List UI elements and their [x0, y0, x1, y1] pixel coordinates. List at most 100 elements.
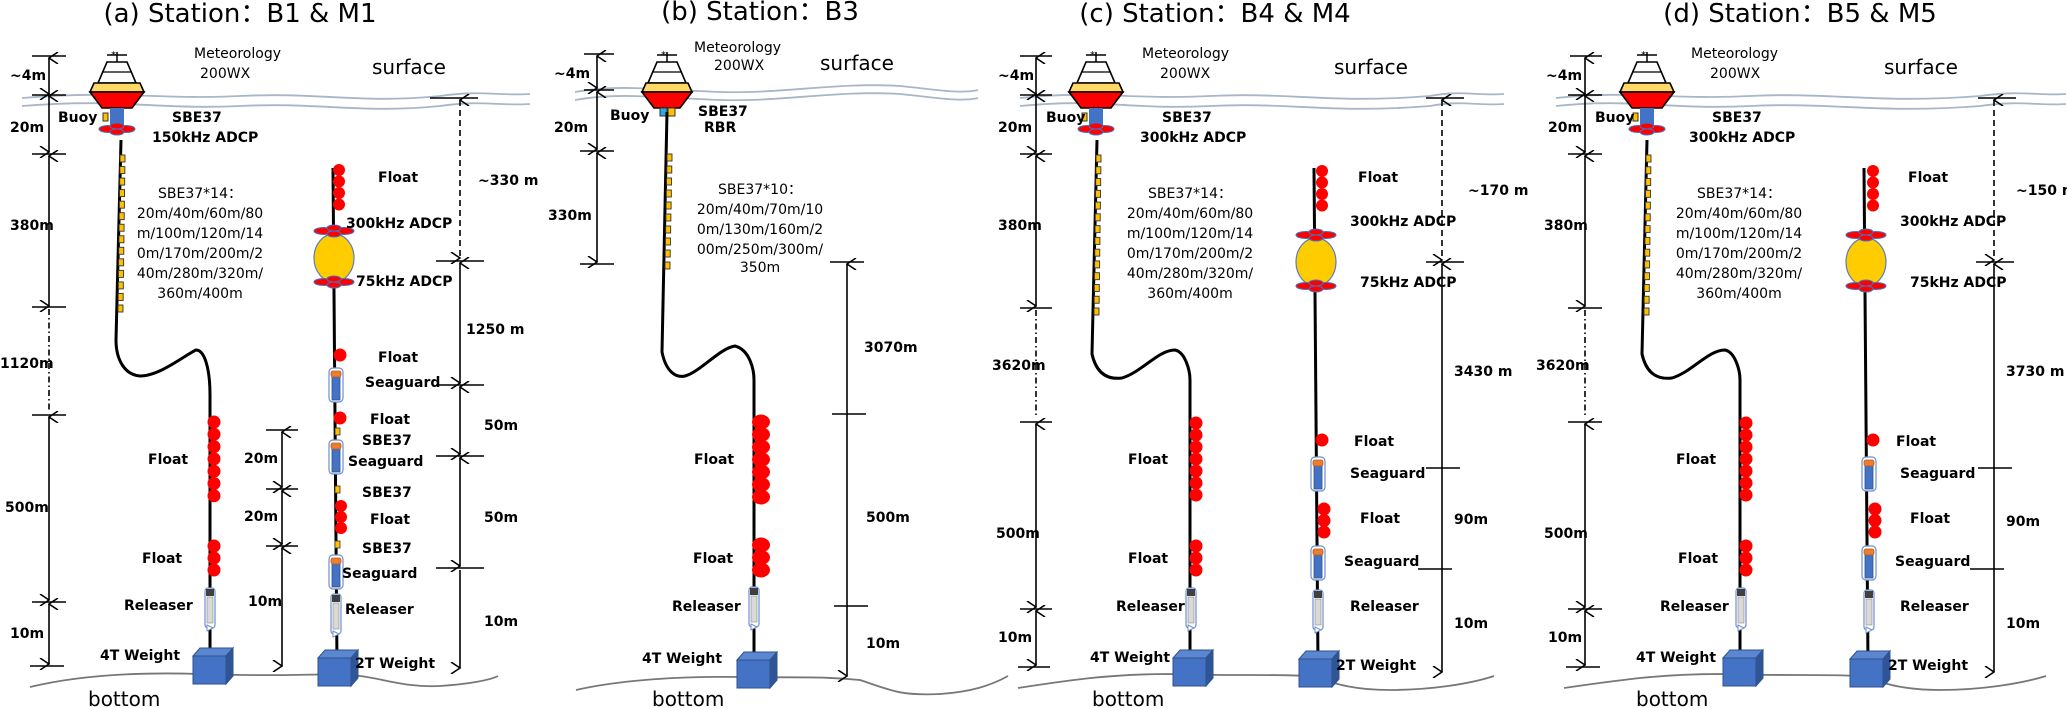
float-label: Float — [142, 551, 182, 567]
panel-c: (c) Station：B4 & M4 surface bottom ~4m 2… — [992, 0, 1528, 708]
adcp-label: 300kHz ADCP — [346, 216, 452, 232]
float-icon — [1868, 502, 1882, 516]
float-icon — [333, 411, 347, 425]
sbe37-icon — [1643, 284, 1650, 292]
seabed-line — [1017, 673, 1495, 691]
float-icon — [1189, 476, 1203, 490]
anchor-weight-icon — [1297, 649, 1341, 689]
seaguard-icon — [328, 439, 344, 475]
float-label: Float — [693, 551, 733, 567]
float-cluster-icon — [1316, 165, 1328, 212]
dim-label: ~330 m — [478, 173, 538, 189]
weight-side — [350, 648, 359, 688]
dim-label: 3620m — [1536, 358, 1590, 374]
dim-label: 10m — [248, 594, 282, 610]
sbe37-chain — [1093, 154, 1102, 316]
sea-surface-wave — [574, 92, 979, 102]
float-icon — [333, 198, 345, 211]
float-cluster-icon — [333, 411, 347, 425]
meteorology-model-label: 200WX — [1160, 66, 1211, 82]
surface-buoy-icon: * — [640, 50, 694, 117]
dim-label: 380m — [998, 218, 1042, 234]
sbe37-icon — [1643, 295, 1650, 304]
weight-side — [1331, 649, 1340, 689]
sbe37-icon — [118, 246, 125, 255]
weight-side — [1882, 649, 1891, 689]
sbe37-icon — [119, 166, 126, 174]
float-icon — [752, 477, 770, 492]
weight-front — [1849, 658, 1884, 688]
svg-text:40m/280m/320m/: 40m/280m/320m/ — [1127, 266, 1254, 282]
float-icon — [1315, 433, 1329, 447]
sbe37-icon — [1645, 189, 1651, 198]
sbe37-icon — [1632, 112, 1639, 122]
float-icon — [752, 489, 770, 505]
svg-text:m/100m/120m/14: m/100m/120m/14 — [137, 226, 263, 242]
anchor-weight-icon — [1721, 648, 1765, 688]
releaser-label: Releaser — [672, 599, 741, 615]
left-dimension-axis — [30, 56, 66, 666]
dim-label: 90m — [1454, 512, 1488, 528]
seaguard-label: Seaguard — [365, 375, 440, 391]
dim-label: 10m — [1454, 616, 1488, 632]
buoy-deck — [88, 82, 146, 93]
float-icon — [1189, 551, 1203, 565]
seaguard-cap — [330, 370, 342, 378]
float-icon — [1739, 440, 1753, 454]
float-label: Float — [378, 350, 418, 366]
sbe37-chain — [1643, 154, 1652, 316]
float-icon — [1189, 440, 1203, 454]
adcp-label: 75kHz ADCP — [356, 274, 453, 290]
float-icon — [1189, 464, 1203, 478]
acoustic-releaser-icon — [330, 593, 342, 638]
buoy-sensor-label: SBE37 — [698, 104, 748, 120]
releaser-label: Releaser — [1660, 599, 1729, 615]
mooring-rope — [1090, 139, 1192, 665]
dim-label: ~4m — [10, 68, 46, 84]
float-label: Float — [1358, 170, 1398, 186]
seaguard-label: Seaguard — [1895, 554, 1970, 570]
buoy-hull — [1618, 91, 1676, 109]
sbe37-icon — [665, 213, 672, 222]
sbe37-icon — [1094, 225, 1101, 234]
sbe37-icon — [665, 189, 672, 198]
float-icon — [1316, 199, 1328, 212]
sbe37-icon — [1644, 213, 1651, 222]
weight-front — [317, 657, 352, 687]
sbe37-icon — [1645, 154, 1652, 163]
svg-text:0m/170m/200m/2: 0m/170m/200m/2 — [1676, 246, 1802, 262]
panel-b: (b) Station：B3 surface bottom ~4m 20m 33… — [548, 0, 1009, 708]
sbe37-icon — [102, 112, 109, 122]
float-cluster-icon — [1739, 416, 1753, 502]
float-icon — [207, 563, 221, 577]
buoy-label: Buoy — [1046, 110, 1085, 126]
seaguard-cap — [330, 442, 342, 450]
float-cluster-icon — [333, 348, 347, 362]
seaguard-icon — [328, 367, 344, 403]
svg-text:0m/130m/160m/2: 0m/130m/160m/2 — [697, 222, 823, 238]
svg-text:SBE37*10：: SBE37*10： — [718, 182, 802, 198]
seaguard-icon — [1310, 545, 1326, 581]
sbe37-chain — [117, 154, 126, 313]
dim-label: 330m — [548, 208, 592, 224]
dim-label: 50m — [484, 418, 518, 434]
buoy-label: Buoy — [1595, 110, 1634, 126]
float-icon — [1316, 188, 1328, 200]
float-icon — [752, 464, 770, 480]
surface-label: surface — [372, 55, 446, 79]
right-dimension-axis — [430, 98, 484, 668]
weight-label: 4T Weight — [1636, 650, 1716, 666]
dim-label: 10m — [2006, 616, 2040, 632]
float-icon — [207, 464, 221, 478]
float-cluster-icon — [1189, 539, 1203, 577]
float-icon — [207, 489, 221, 503]
float-label: Float — [1676, 452, 1716, 468]
acoustic-releaser-icon — [748, 586, 760, 631]
dim-label: 20m — [10, 120, 44, 136]
sbe37-icon — [666, 165, 673, 174]
left-dimension-axis — [580, 54, 614, 264]
svg-text:20m/40m/60m/80: 20m/40m/60m/80 — [137, 206, 263, 222]
float-icon — [207, 440, 221, 454]
weight-label: 4T Weight — [1090, 650, 1170, 666]
svg-text:360m/400m: 360m/400m — [157, 286, 242, 302]
